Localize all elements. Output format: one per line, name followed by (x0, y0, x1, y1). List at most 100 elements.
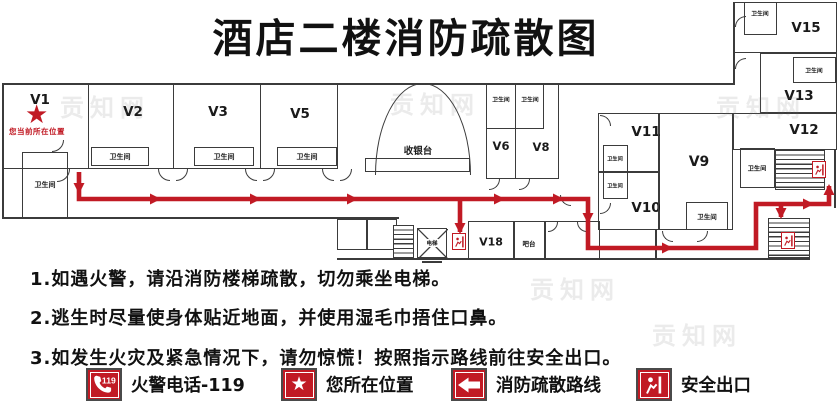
route-arrowhead-right (494, 193, 505, 205)
bathroom-label: 卫生间 (805, 68, 823, 75)
fire-phone-icon: 119 (86, 368, 122, 401)
bathroom-label: 卫生间 (521, 97, 539, 104)
current-location-star-icon: ★ (25, 100, 49, 130)
room-V12 (733, 113, 837, 150)
room-label: V13 (784, 88, 814, 104)
route-arrowhead-right (803, 198, 814, 210)
wall (2, 83, 4, 219)
door-arc (263, 169, 275, 181)
box (365, 158, 470, 172)
bathroom-label: 卫生间 (751, 11, 769, 18)
bathroom-label: 卫生间 (109, 153, 131, 161)
current-location-label: 您当前所在位置 (9, 127, 65, 136)
bathroom-label: 卫生间 (697, 213, 717, 221)
route-arrowhead-right (347, 193, 358, 205)
bathroom (515, 83, 544, 129)
bathroom (486, 83, 516, 129)
exit-man-glyph (454, 235, 464, 247)
location-star-icon: ★ (281, 368, 317, 401)
door-arc (489, 179, 500, 190)
legend-label: 您所在位置 (326, 376, 414, 396)
bathroom-label: 卫生间 (34, 181, 56, 189)
room-label: V8 (532, 140, 550, 154)
door-arc (735, 58, 746, 69)
safety-exit-icon (812, 161, 826, 178)
door-arc (697, 231, 708, 242)
door-arc (519, 179, 530, 190)
room-label: V18 (479, 235, 503, 249)
bathroom-label: 卫生间 (492, 97, 510, 104)
elevator-label: 电梯 (425, 239, 439, 247)
legend-item: 119 火警电话-119 (86, 368, 245, 401)
wall (834, 150, 836, 208)
room-V15 (733, 2, 837, 53)
door-arc (176, 169, 188, 181)
exit-man-glyph (783, 234, 793, 246)
room-label: V3 (208, 104, 228, 120)
wall (2, 83, 735, 85)
exit-man-glyph (814, 163, 824, 175)
watermark: 贡知网 (530, 277, 620, 304)
route-arrowhead-right (662, 242, 673, 254)
svg-text:119: 119 (102, 375, 116, 385)
icon-inner-border (89, 371, 119, 398)
bathroom-label: 卫生间 (296, 153, 318, 161)
door-arc (57, 169, 70, 182)
room-label: V9 (688, 154, 710, 170)
door-arc (245, 169, 257, 181)
room-label: V1 (30, 92, 50, 108)
door-arc (322, 169, 334, 181)
cashier-label: 收银台 (403, 146, 433, 157)
bathroom (603, 145, 628, 172)
watermark: 贡知网 (652, 323, 742, 350)
legend-item: ★ 您所在位置 (281, 368, 414, 401)
room-V13 (760, 53, 837, 113)
bathroom-label: 卫生间 (213, 153, 235, 161)
room-label: V2 (123, 104, 143, 120)
elevator: 电梯 (417, 228, 449, 260)
legend-item: 安全出口 (636, 368, 751, 401)
star-glyph: ★ (290, 373, 308, 395)
instruction-1: 1.如遇火警，请沿消防楼梯疏散，切勿乘坐电梯。 (30, 269, 451, 290)
legend-label: 消防疏散路线 (496, 376, 601, 396)
legend-item: 消防疏散路线 (451, 368, 601, 401)
room-label: V12 (789, 122, 819, 138)
route-arrowhead-down (73, 183, 85, 194)
bathroom-label: 卫生间 (607, 156, 623, 163)
safety-exit-icon (781, 232, 795, 249)
left-arrow-glyph (458, 377, 480, 392)
icon-inner-border (284, 371, 314, 398)
door-arc (340, 169, 352, 181)
bathroom (22, 152, 68, 218)
room-V11 (598, 113, 660, 172)
room-label: V15 (791, 20, 821, 36)
room-label: V11 (631, 124, 661, 140)
icon-inner-border (454, 371, 484, 398)
bathroom (194, 147, 254, 166)
wall (422, 261, 442, 263)
wall (733, 2, 735, 85)
bathroom (91, 147, 149, 166)
staircase (393, 225, 414, 259)
box (337, 219, 367, 250)
room-label: V5 (290, 106, 310, 122)
door-arc (735, 16, 746, 27)
bathroom-label: 卫生间 (607, 183, 623, 190)
door-arc (662, 231, 673, 242)
bathroom-label: 卫生间 (747, 165, 767, 173)
route-arrow-icon (451, 368, 487, 401)
bathroom-label: 吧台 (522, 240, 536, 248)
safety-exit-icon (452, 233, 466, 250)
bathroom (744, 2, 777, 35)
door-arc (158, 169, 170, 181)
exit-man-glyph (646, 376, 662, 394)
legend-label: 火警电话-119 (131, 376, 245, 396)
safety-exit-icon (636, 368, 672, 401)
route-arrowhead-right (250, 193, 261, 205)
route-arrowhead-right (150, 193, 161, 205)
bathroom (277, 147, 337, 166)
room-label: V6 (492, 139, 510, 153)
door-arc (560, 195, 571, 206)
room-label: V10 (631, 200, 661, 216)
